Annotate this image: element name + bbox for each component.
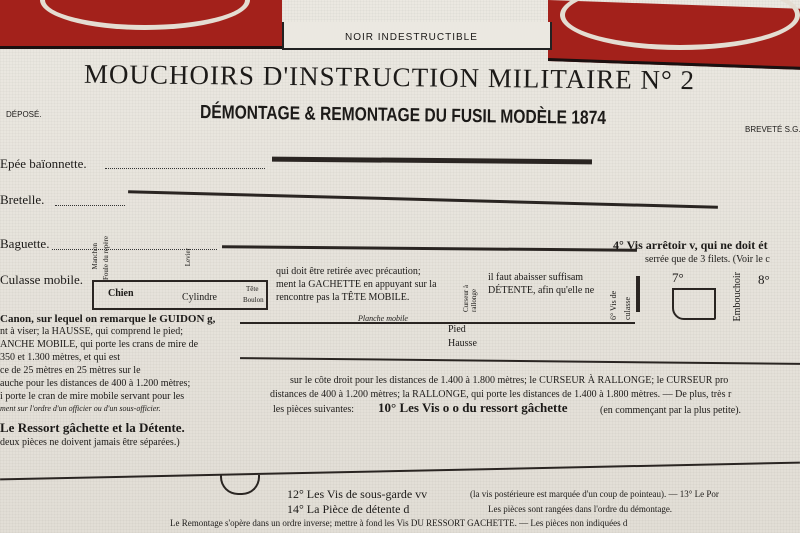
- label-tete: Tête: [246, 285, 259, 293]
- canon-line: i porte le cran de mire mobile servant p…: [0, 391, 185, 402]
- canon-line: ANCHE MOBILE, qui porte les crans de mir…: [0, 339, 199, 350]
- ressort-heading: Le Ressort gâchette et la Détente.: [0, 420, 185, 435]
- canon-line: auche pour les distances de 400 à 1.200 …: [0, 378, 191, 389]
- item-12-note: (la vis postérieure est marquée d'un cou…: [470, 489, 719, 499]
- canon-line: 350 et 1.300 mètres, et qui est: [0, 352, 120, 363]
- brevete-mark: BREVETÉ S.G.: [745, 125, 800, 134]
- label-cylindre: Cylindre: [182, 292, 217, 303]
- label-manchon: Manchon: [91, 243, 99, 270]
- leader-dots: [52, 249, 217, 250]
- detente-text-1: il faut abaisser suffisam: [488, 272, 584, 283]
- vis-arretoir: 4° Vis arrêtoir v, qui ne doit ét: [613, 238, 768, 252]
- part-culasse: Culasse mobile.: [0, 272, 84, 287]
- ressort-note: deux pièces ne doivent jamais être sépar…: [0, 437, 180, 448]
- banner-box: [282, 22, 552, 50]
- canon-line: Canon, sur lequel on remarque le GUIDON …: [0, 313, 216, 325]
- label-hausse: Hausse: [448, 338, 477, 349]
- part-7-drawing: [672, 288, 716, 320]
- vis-arretoir-note: serrée que de 3 filets. (Voir le c: [645, 254, 770, 265]
- remontage-text: Le Remontage s'opère dans un ordre inver…: [170, 518, 628, 528]
- label-curseur-a-rallonge: Curseur à rallonge: [462, 284, 478, 312]
- canon-line: ce de 25 mètres en 25 mètres sur le: [0, 365, 141, 376]
- label-pied: Pied: [448, 324, 466, 335]
- page-title: MOUCHOIRS D'INSTRUCTION MILITAIRE N° 2: [83, 58, 696, 96]
- part-bretelle: Bretelle.: [0, 192, 45, 207]
- label-foule-du-repere: Foule du repère: [102, 236, 110, 280]
- vis-ressort-note: (en commençant par la plus petite).: [600, 405, 742, 416]
- middle-text-1: qui doit être retirée avec précaution;: [276, 266, 421, 277]
- item-14-note: Les pièces sont rangées dans l'ordre du …: [488, 504, 673, 514]
- barrel-drawing-top: [240, 322, 635, 324]
- bolt-drawing: [92, 280, 268, 310]
- vis-ressort: 10° Les Vis o o du ressort gâchette: [378, 400, 568, 415]
- lower-text-1: sur le côte droit pour les distances de …: [290, 375, 729, 386]
- label-levier: Levier: [184, 248, 192, 267]
- label-planche-mobile: Planche mobile: [358, 314, 408, 323]
- label-boulon: Boulon: [243, 296, 264, 304]
- label-embouchoir: Embouchoir: [732, 272, 743, 322]
- part-baguette: Baguette.: [0, 236, 50, 251]
- detente-text-2: DÉTENTE, afin qu'elle ne: [488, 285, 595, 296]
- item-12: 12° Les Vis de sous-garde vv: [287, 487, 428, 501]
- lower-text-2: distances de 400 à 1.200 mètres; la RALL…: [270, 389, 732, 400]
- leader-dots: [55, 205, 125, 206]
- middle-text-3: rencontre pas la TÊTE MOBILE.: [276, 292, 410, 303]
- lower-text-3: les pièces suivantes:: [273, 404, 355, 415]
- canon-line: nt à viser; la HAUSSE, qui comprend le p…: [0, 326, 184, 337]
- banner-label: NOIR INDESTRUCTIBLE: [345, 32, 478, 43]
- number-8: 8°: [758, 272, 770, 287]
- number-7: 7°: [672, 270, 684, 285]
- leader-dots: [105, 168, 265, 169]
- depose-mark: DÉPOSÉ.: [6, 110, 42, 119]
- canon-line: ment sur l'ordre d'un officier ou d'un s…: [0, 404, 161, 413]
- middle-text-2: ment la GACHETTE en appuyant sur la: [276, 279, 437, 290]
- label-vis-de-culasse: 6° Vis de culasse: [609, 290, 632, 320]
- label-chien: Chien: [108, 288, 134, 299]
- item-14: 14° La Pièce de détente d: [287, 502, 410, 516]
- part-epee: Epée baïonnette.: [0, 156, 87, 171]
- screw-drawing: [636, 276, 640, 312]
